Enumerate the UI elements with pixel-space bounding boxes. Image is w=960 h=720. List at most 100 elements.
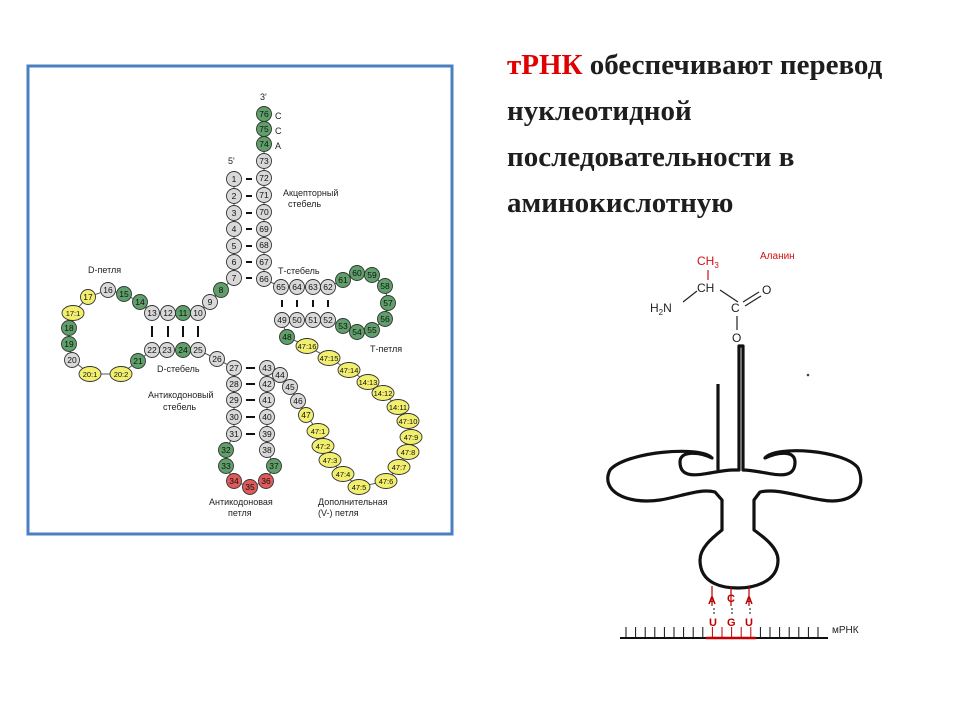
nucleotide-number: 34 xyxy=(229,476,239,486)
nucleotide-number: 6 xyxy=(232,257,237,267)
nucleotide-14-13: 14:13 xyxy=(356,374,380,390)
nucleotide-shape xyxy=(259,360,275,376)
nucleotide-number: 19 xyxy=(64,339,74,349)
nucleotide-number: 26 xyxy=(212,354,222,364)
nucleotide-number: 44 xyxy=(275,370,285,380)
nucleotide-shape xyxy=(298,407,314,423)
nucleotide-shape xyxy=(61,320,77,336)
nucleotide-44: 44 xyxy=(272,367,288,383)
nucleotide-number: 10 xyxy=(193,308,203,318)
nucleotide-47-2: 47:2 xyxy=(311,438,335,454)
variable-loop-label-1: Дополнительная xyxy=(318,497,388,507)
nucleotide-number: 14:12 xyxy=(374,389,393,398)
nucleotide-shape xyxy=(256,254,272,270)
nucleotide-shape xyxy=(259,426,275,442)
nucleotide-number: 35 xyxy=(245,482,255,492)
amino-acid-name: Аланин xyxy=(760,251,795,262)
nucleotide-shape xyxy=(218,442,234,458)
nucleotide-15: 15 xyxy=(116,286,132,302)
nucleotide-number: 41 xyxy=(262,395,272,405)
nucleotide-shape xyxy=(364,267,380,283)
nucleotide-50: 50 xyxy=(289,312,305,328)
codon-base-3: U xyxy=(745,617,753,629)
nucleotide-55: 55 xyxy=(364,322,380,338)
nucleotide-10: 10 xyxy=(190,305,206,321)
acceptor-stem-label-2: стебель xyxy=(288,199,321,209)
nucleotide-shape xyxy=(380,295,396,311)
nucleotide-11: 11 xyxy=(175,305,191,321)
trna-outline xyxy=(606,344,863,590)
nucleotide-53: 53 xyxy=(335,318,351,334)
nucleotide-number: 21 xyxy=(133,356,143,366)
nucleotide-14-12: 14:12 xyxy=(371,385,395,401)
nucleotide-17: 17 xyxy=(80,289,96,305)
nucleotide-49: 49 xyxy=(274,312,290,328)
nucleotide-75: 75 xyxy=(256,121,272,137)
nucleotide-shape xyxy=(256,170,272,186)
nucleotide-13: 13 xyxy=(144,305,160,321)
nucleotide-shape xyxy=(226,409,242,425)
nucleotide-shape xyxy=(226,392,242,408)
nucleotide-number: 49 xyxy=(277,315,287,325)
heading-accent: тРНК xyxy=(507,49,583,81)
nucleotide-shape xyxy=(289,312,305,328)
nucleotide-73: 73 xyxy=(256,153,272,169)
nucleotide-34: 34 xyxy=(226,473,242,489)
nucleotide-number: 29 xyxy=(229,395,239,405)
nucleotide-number: 16 xyxy=(103,285,113,295)
nucleotide-4: 4 xyxy=(226,221,242,237)
nucleotide-number: 2 xyxy=(232,191,237,201)
nucleotide-number: 14:13 xyxy=(359,378,378,387)
nucleotide-19: 19 xyxy=(61,336,77,352)
nucleotide-shape xyxy=(226,376,242,392)
nucleotide-number: 20:2 xyxy=(114,370,129,379)
nucleotide-shape xyxy=(61,336,77,352)
nucleotide-number: 48 xyxy=(282,332,292,342)
base-pair-bonds xyxy=(151,178,329,435)
nucleotide-shape xyxy=(377,311,393,327)
mrna-ticks xyxy=(625,627,819,638)
nucleotide-2: 2 xyxy=(226,188,242,204)
nucleotide-shape xyxy=(190,305,206,321)
nucleotide-number: 47:14 xyxy=(340,366,359,375)
nucleotide-number: 1 xyxy=(232,174,237,184)
nucleotide-shape xyxy=(317,350,341,366)
nucleotide-number: 73 xyxy=(259,156,269,166)
nucleotide-number: 64 xyxy=(292,282,302,292)
cca-c2: C xyxy=(275,126,282,136)
nucleotide-number: 14 xyxy=(135,297,145,307)
nucleotide-1: 1 xyxy=(226,171,242,187)
nucleotide-36: 36 xyxy=(258,473,274,489)
nucleotide-number: 47:2 xyxy=(316,442,331,451)
heading-text: обеспечивают перевод нуклеотидной послед… xyxy=(507,49,883,219)
nucleotide-shape xyxy=(202,294,218,310)
nucleotide-shape xyxy=(256,187,272,203)
nucleotide-12: 12 xyxy=(160,305,176,321)
nucleotide-shape xyxy=(256,271,272,287)
nucleotide-shape xyxy=(290,393,306,409)
cca-a: A xyxy=(275,141,281,151)
nucleotide-59: 59 xyxy=(364,267,380,283)
nucleotide-number: 47:6 xyxy=(379,477,394,486)
nucleotide-shape xyxy=(272,367,288,383)
nucleotide-9: 9 xyxy=(202,294,218,310)
cca-c1: C xyxy=(275,111,282,121)
anticodon-base-3: A xyxy=(745,595,753,607)
nucleotide-69: 69 xyxy=(256,221,272,237)
nucleotide-number: 70 xyxy=(259,207,269,217)
nucleotide-shape xyxy=(377,278,393,294)
nucleotide-14: 14 xyxy=(132,294,148,310)
nucleotide-47-14: 47:14 xyxy=(337,362,361,378)
nucleotide-shape xyxy=(159,342,175,358)
nucleotide-number: 38 xyxy=(262,445,272,455)
codon-base-2: G xyxy=(727,617,736,629)
nucleotide-number: 13 xyxy=(147,308,157,318)
nucleotide-number: 66 xyxy=(259,274,269,284)
acceptor-stem-label-1: Акцепторный xyxy=(283,188,338,198)
nucleotide-number: 47:7 xyxy=(392,463,407,472)
nucleotide-26: 26 xyxy=(209,351,225,367)
nucleotide-shape xyxy=(259,442,275,458)
nucleotide-number: 47:8 xyxy=(401,448,416,457)
